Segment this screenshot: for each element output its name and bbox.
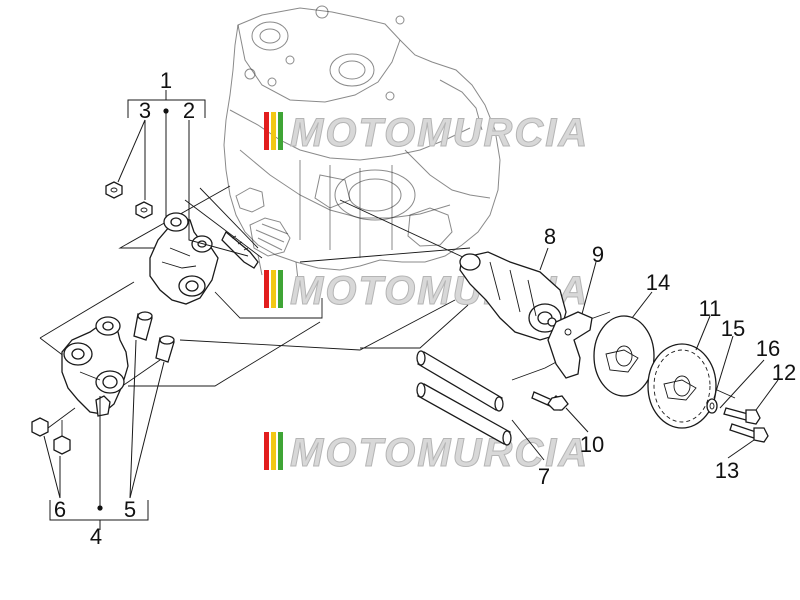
callout-labels: 1 3 2 6 5 4 8 9 14 11 15 16 12 10 13 7	[54, 68, 796, 549]
callout-2: 2	[183, 98, 195, 123]
callout-16: 16	[756, 336, 780, 361]
callout-9: 9	[592, 242, 604, 267]
camshaft	[459, 251, 567, 341]
callout-12: 12	[772, 360, 796, 385]
callout-15: 15	[721, 316, 745, 341]
nut-upper-a	[105, 181, 123, 199]
washer	[706, 398, 718, 414]
watermark-text: MOTOMURCIA	[290, 111, 589, 155]
callout-8: 8	[544, 224, 556, 249]
rocker-arm-upper	[149, 212, 219, 305]
callout-3: 3	[139, 98, 151, 123]
callout-6: 6	[54, 497, 66, 522]
watermark-stripe-red	[264, 432, 269, 470]
cylinder-head	[223, 5, 501, 281]
adjuster-screw-upper	[221, 230, 259, 269]
callout-1: 1	[160, 68, 172, 93]
sprocket-bolt-b	[729, 423, 769, 443]
adjuster-screw-lower-a	[133, 311, 153, 341]
nut-lower-b	[53, 435, 71, 455]
callout-5: 5	[124, 497, 136, 522]
watermark-stripe-green	[278, 270, 283, 308]
nut-lower-a	[31, 417, 49, 437]
callout-7: 7	[538, 464, 550, 489]
plate-bolt	[531, 391, 569, 411]
watermark-stripe-red	[264, 270, 269, 308]
callout-13: 13	[715, 458, 739, 483]
watermark-stripe-green	[278, 112, 283, 150]
watermark-stripe-green	[278, 432, 283, 470]
nut-upper-b	[135, 201, 153, 219]
callout-14: 14	[646, 270, 670, 295]
adjuster-screw-lower-b	[155, 335, 175, 363]
sprocket-bolt-a	[723, 407, 761, 425]
callout-leaders	[43, 90, 779, 530]
retaining-plate	[547, 311, 593, 379]
callout-10: 10	[580, 432, 604, 457]
callout-11: 11	[699, 296, 722, 321]
watermark-stripe-red	[264, 112, 269, 150]
watermark-top: MOTOMURCIA	[264, 111, 589, 156]
sprocket	[647, 343, 717, 429]
watermark-stripe-yellow	[271, 112, 276, 150]
callout-4: 4	[90, 524, 102, 549]
explosion-lines	[39, 185, 736, 446]
rocker-shaft-a	[416, 350, 504, 412]
rocker-shaft-b	[416, 382, 512, 446]
rocker-arm-lower	[61, 316, 129, 417]
cam-disc	[593, 315, 655, 397]
watermark-stripe-yellow	[271, 270, 276, 308]
watermark-stripe-yellow	[271, 432, 276, 470]
